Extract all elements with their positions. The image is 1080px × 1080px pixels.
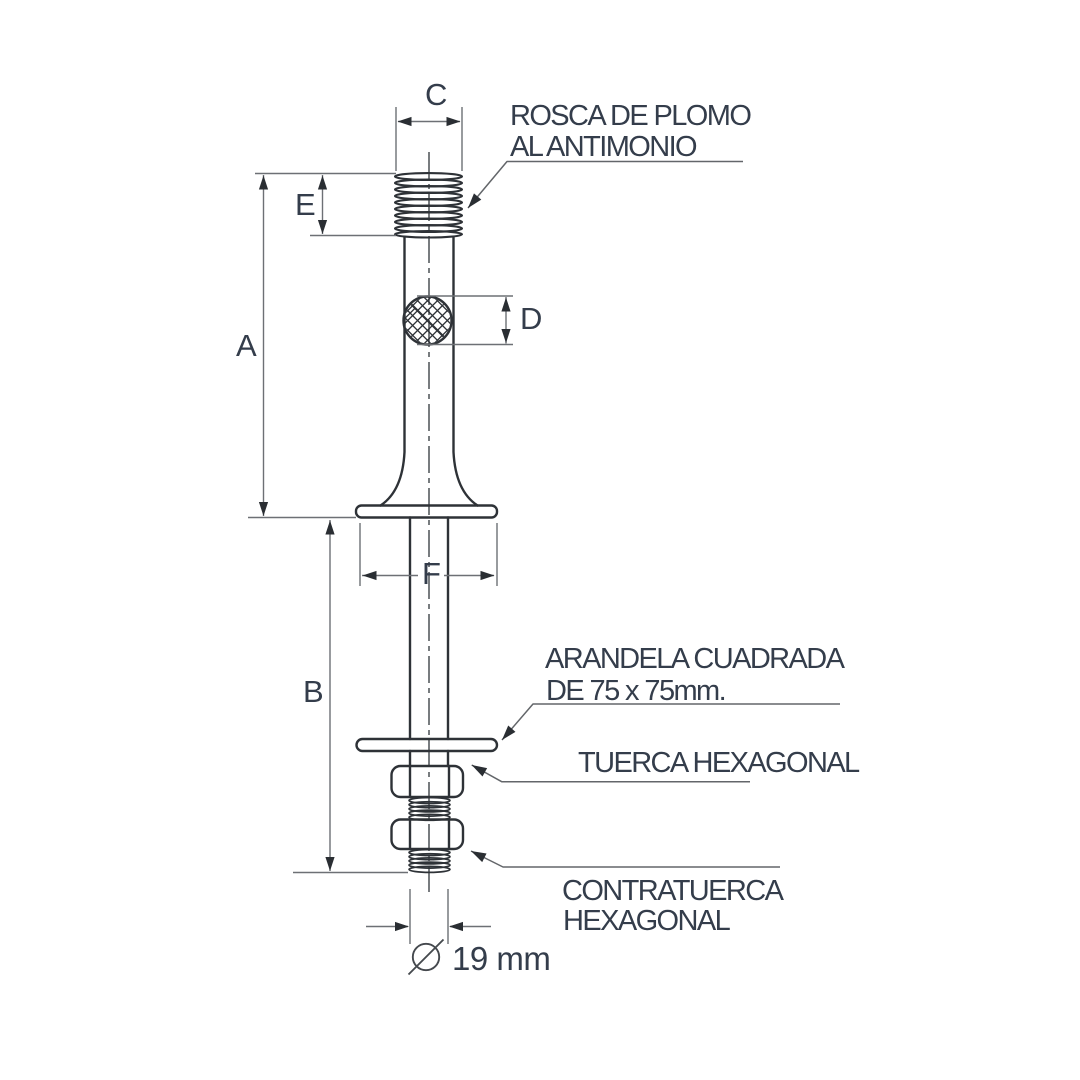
dimension-a: A <box>236 175 356 519</box>
callout-contratuerca-line1: CONTRATUERCA <box>562 875 785 907</box>
arrowhead <box>317 175 328 190</box>
arrowhead <box>258 175 269 190</box>
dim-label-e: E <box>295 187 316 222</box>
arrowhead <box>395 921 409 932</box>
dimension-d: D <box>417 295 542 346</box>
dimension-f: F <box>359 523 498 591</box>
dim-label-b: B <box>303 674 324 709</box>
arrowhead <box>446 116 461 127</box>
dim-label-d: D <box>520 301 542 336</box>
dim-label-a: A <box>236 328 257 363</box>
dim-label-f: F <box>422 556 441 591</box>
callout-arandela-line1: ARANDELA CUADRADA <box>545 643 846 675</box>
pin-body <box>354 172 499 874</box>
crosshatch <box>404 297 451 344</box>
leader-line <box>467 160 743 209</box>
arrowhead <box>471 851 487 863</box>
arrowhead <box>362 570 377 581</box>
arrowhead <box>325 857 335 871</box>
dimension-e: E <box>255 172 396 237</box>
callout-contratuerca: CONTRATUERCA HEXAGONAL <box>470 850 786 937</box>
arrowhead <box>397 116 412 127</box>
arrowhead <box>449 921 463 932</box>
square-washer <box>355 737 499 753</box>
dimension-diameter: 19 mm <box>366 889 551 977</box>
hex-nut <box>390 764 465 799</box>
hex-locknut <box>390 818 465 851</box>
arrowhead <box>325 520 335 535</box>
diameter-symbol <box>407 938 445 976</box>
arrowhead <box>258 502 269 516</box>
bolt-thread-lower <box>408 848 451 874</box>
pin-shank <box>379 235 479 507</box>
leader-line <box>470 850 780 868</box>
dimension-b: B <box>293 520 408 874</box>
arrowhead <box>468 193 482 208</box>
dim-label-c: C <box>425 77 447 112</box>
callout-contratuerca-line2: HEXAGONAL <box>563 905 731 937</box>
callout-rosca: ROSCA DE PLOMO AL ANTIMONIO <box>467 100 753 209</box>
lead-thread <box>393 172 464 239</box>
dimension-c: C <box>395 77 463 171</box>
arrowhead <box>480 570 495 581</box>
flange <box>354 504 499 519</box>
callout-tuerca-line1: TUERCA HEXAGONAL <box>578 747 860 779</box>
callout-rosca-line2: AL ANTIMONIO <box>510 131 697 163</box>
callout-arandela: ARANDELA CUADRADA DE 75 x 75mm. <box>501 643 847 741</box>
callout-arandela-line2: DE 75 x 75mm. <box>546 675 725 707</box>
callout-tuerca: TUERCA HEXAGONAL <box>471 747 862 783</box>
arrowhead <box>501 297 511 312</box>
arrowhead <box>502 725 516 740</box>
diameter-value: 19 mm <box>452 940 550 977</box>
arrowhead <box>471 765 488 777</box>
callout-rosca-line1: ROSCA DE PLOMO <box>510 100 751 132</box>
leader-line <box>501 703 840 741</box>
arrowhead <box>501 329 511 343</box>
arrowhead <box>317 220 328 234</box>
bolt-shank <box>408 516 450 768</box>
